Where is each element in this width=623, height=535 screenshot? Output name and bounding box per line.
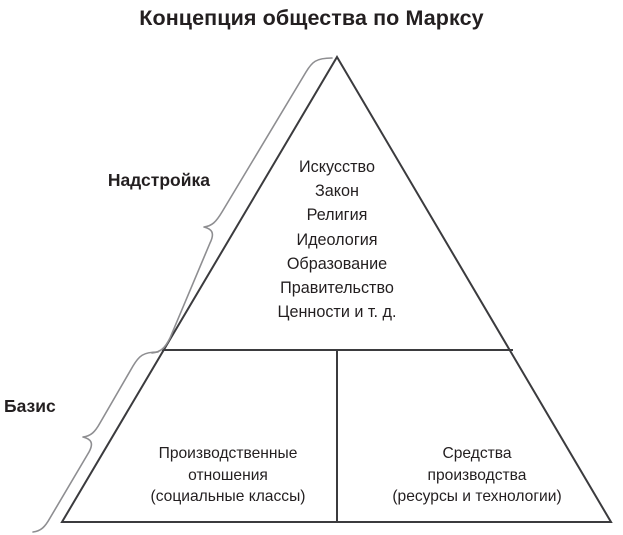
base-left-cell: Производственные отношения (социальные к… xyxy=(122,443,334,508)
base-left-line: отношения xyxy=(188,466,268,484)
base-right-line: (ресурсы и технологии) xyxy=(392,488,562,505)
superstructure-item: Закон xyxy=(315,182,359,201)
superstructure-brace xyxy=(151,57,333,354)
superstructure-item: Ценности и т. д. xyxy=(277,303,397,322)
superstructure-item: Религия xyxy=(306,206,368,225)
superstructure-label: Надстройка xyxy=(107,170,210,190)
base-label: Базис xyxy=(4,396,56,416)
base-brace xyxy=(32,351,159,533)
superstructure-item: Правительство xyxy=(280,279,394,298)
page-title: Концепция общества по Марксу xyxy=(139,6,484,30)
base-left-line: (социальные классы) xyxy=(150,488,306,505)
superstructure-items: Искусство Закон Религия Идеология Образо… xyxy=(222,155,452,324)
superstructure-item: Образование xyxy=(286,254,388,273)
base-right-cell: Средства производства (ресурсы и техноло… xyxy=(342,443,612,508)
base-left-line: Производственные xyxy=(158,445,298,462)
base-right-line: производства xyxy=(427,466,527,484)
base-right-line: Средства xyxy=(442,445,512,462)
superstructure-item: Идеология xyxy=(296,230,378,249)
superstructure-item: Искусство xyxy=(299,158,375,176)
